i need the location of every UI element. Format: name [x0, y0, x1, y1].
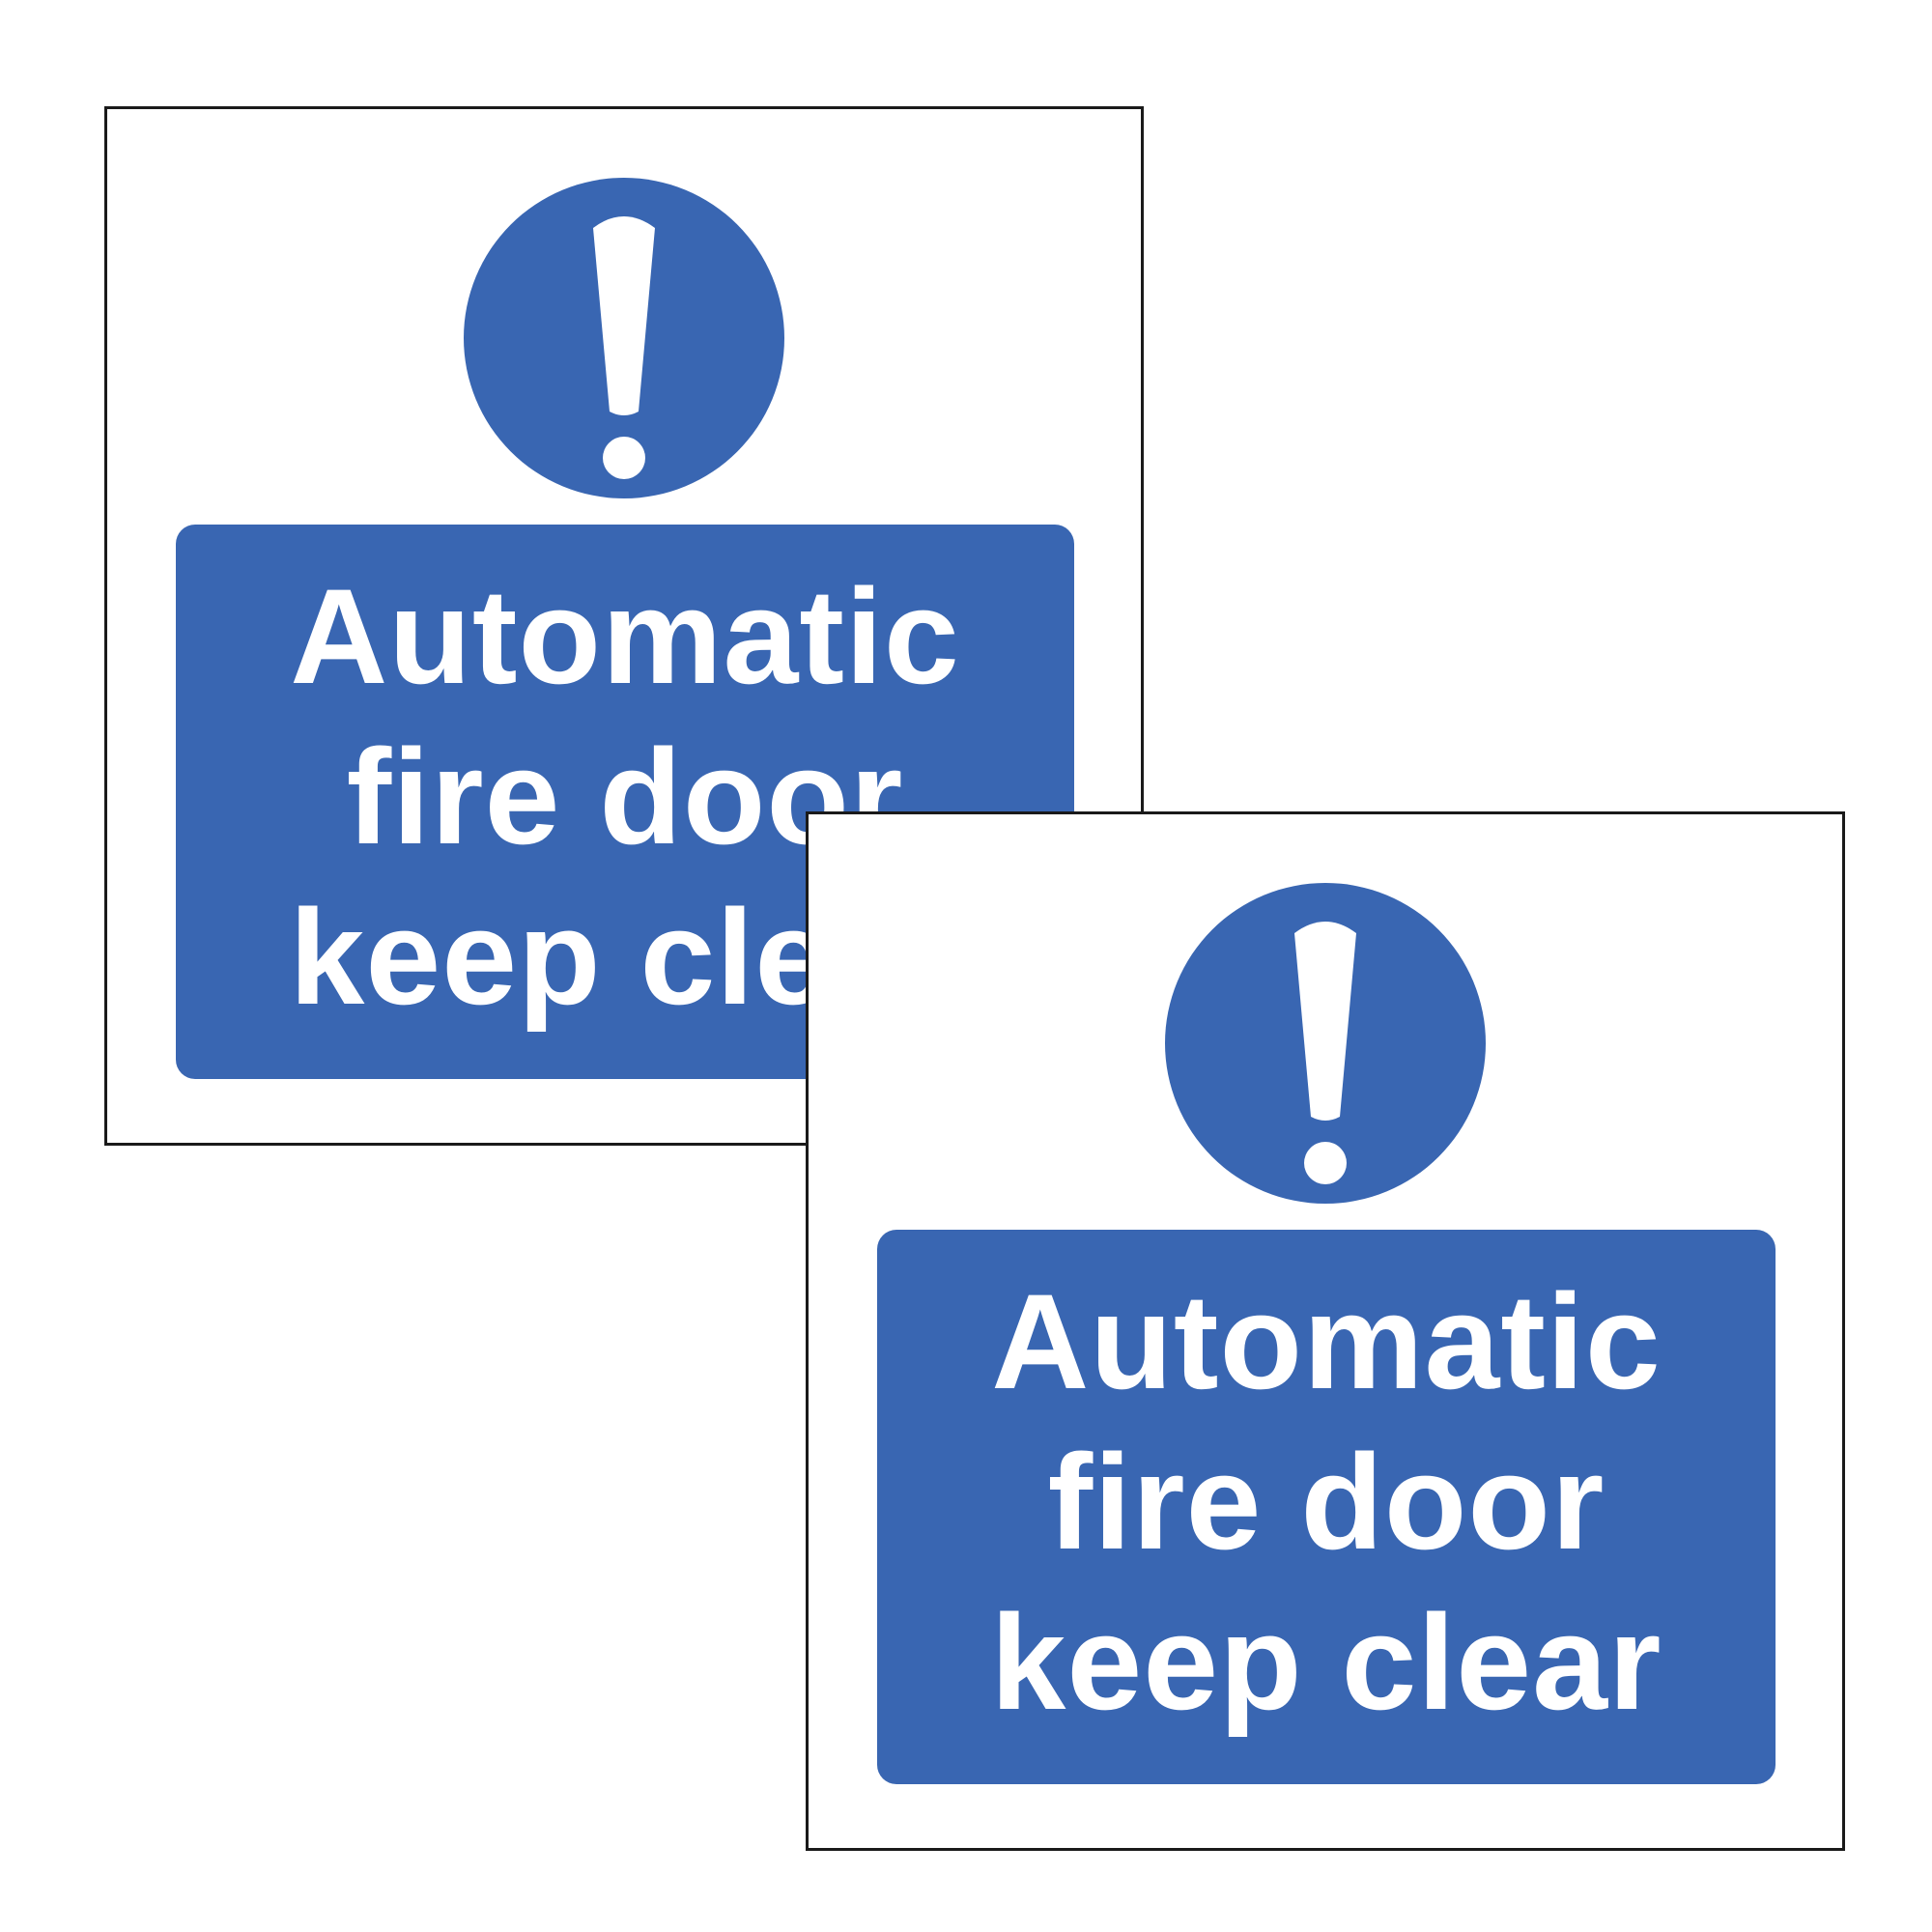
exclamation-mark-icon	[464, 178, 784, 498]
exclamation-mark-icon	[1165, 883, 1486, 1204]
fire-door-sign-front: Automatic fire door keep clear	[806, 811, 1845, 1851]
fire-door-sign-back: Automatic fire door keep clear	[104, 106, 1144, 1146]
sign-text-line-1: Automatic	[991, 1265, 1662, 1417]
sign-text-line-2: fire door	[1047, 1426, 1605, 1577]
sign-text-panel: Automatic fire door keep clear	[176, 525, 1074, 1079]
sign-text-line-1: Automatic	[290, 560, 960, 712]
sign-text-line-3: keep clear	[990, 1586, 1662, 1738]
sign-text-panel: Automatic fire door keep clear	[877, 1230, 1776, 1784]
